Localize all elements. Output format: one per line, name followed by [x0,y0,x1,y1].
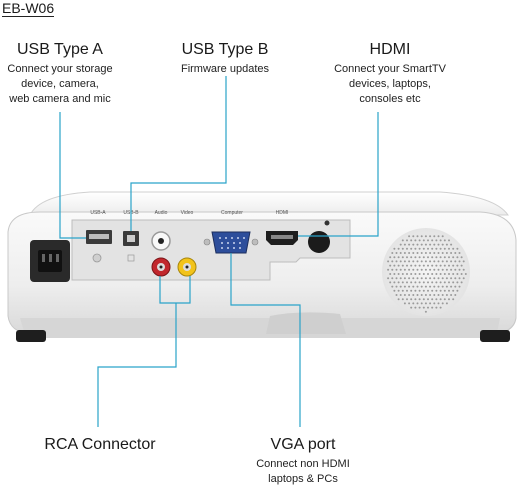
vga-port [211,231,251,254]
model-label: EB-W06 [2,0,55,17]
callout-title: USB Type A [17,41,103,58]
desc-line: Connect your SmartTV [334,63,446,75]
callout-title: RCA Connector [44,436,156,453]
callout-desc: Connect non HDMI laptops & PCs [238,457,368,487]
callout-vga-port: VGA port Connect non HDMI laptops & PCs [238,435,368,487]
bottom-recess [266,312,346,334]
usb-a-port-label: USB-A [90,210,106,216]
callout-title: HDMI [369,41,411,58]
callout-desc: Connect your SmartTV devices, laptops, c… [320,62,460,107]
callout-usb-type-b: USB Type B Firmware updates [165,40,285,77]
leader-hdmi [298,112,379,237]
hdmi-port-label: HDMI [276,210,289,216]
callout-usb-type-a: USB Type A Connect your storage device, … [0,40,120,107]
projector-base [20,318,500,338]
desc-line: devices, laptops, [349,78,431,90]
desc-line: laptops & PCs [268,473,338,485]
speaker-grille [382,228,470,316]
left-foot [16,330,46,342]
leader-usb-b [130,76,227,231]
leader-rca-bracket [159,276,191,304]
computer-port-label: Computer [221,210,243,216]
callout-desc: Firmware updates [165,62,285,77]
leader-usb-a [59,112,86,239]
desc-line: Firmware updates [180,63,270,75]
callout-rca-connector: RCA Connector [30,435,170,455]
leader-rca [97,303,177,427]
audio-port-label: Audio [155,210,168,216]
video-port-label: Video [181,210,194,216]
callout-hdmi: HDMI Connect your SmartTV devices, lapto… [320,40,460,107]
projector-top [29,191,509,216]
callout-title: USB Type B [181,41,269,58]
right-foot [480,330,510,342]
desc-line: consoles etc [359,93,421,105]
desc-line: Connect your storage [7,63,113,75]
leader-lines [59,76,379,427]
callout-desc: Connect your storage device, camera, web… [0,62,120,107]
security-lock [308,231,330,253]
desc-line: device, camera, [21,78,99,90]
desc-line: Connect non HDMI [256,458,350,470]
desc-line: web camera and mic [9,93,111,105]
callout-title: VGA port [270,436,336,453]
leader-vga [230,253,301,427]
